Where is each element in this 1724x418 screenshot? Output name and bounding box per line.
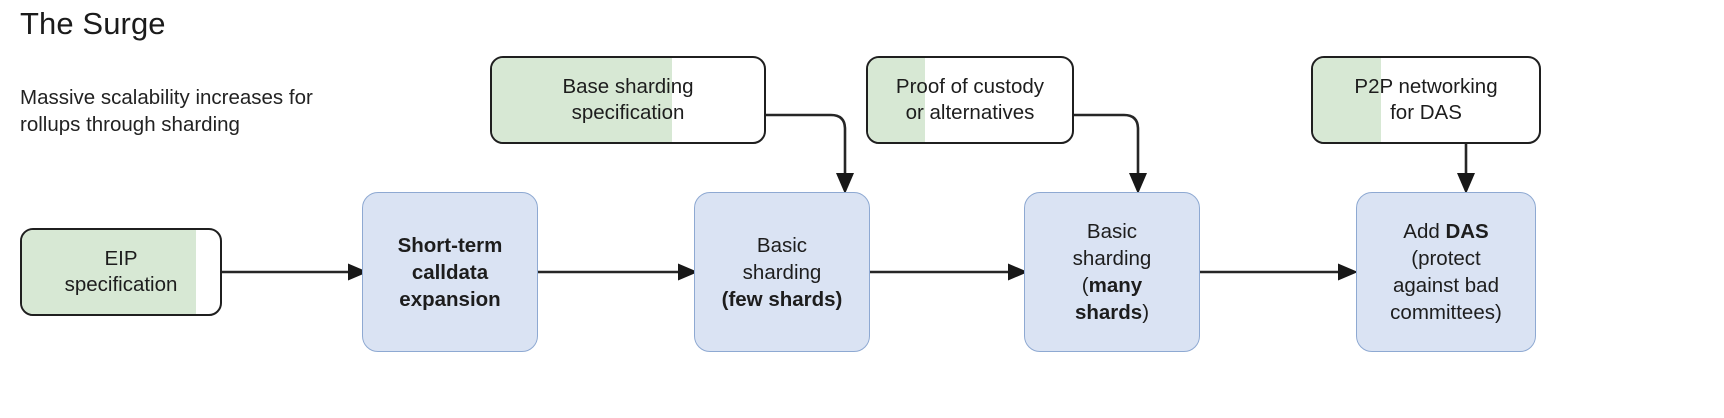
arrow-few-shards-to-many-shards bbox=[868, 263, 1028, 281]
progress-fill-proof-of-custody bbox=[868, 58, 926, 142]
node-line: expansion bbox=[399, 287, 501, 311]
node-proof-of-custody-or-alternatives[interactable]: Proof of custody or alternatives bbox=[866, 56, 1074, 144]
node-p2p-networking-for-das[interactable]: P2P networking for DAS bbox=[1311, 56, 1541, 144]
page-title: The Surge bbox=[20, 6, 166, 41]
progress-fill-p2p-networking bbox=[1313, 58, 1381, 142]
node-line: specification bbox=[64, 273, 178, 296]
node-line: committees) bbox=[1390, 301, 1502, 324]
arrow-base-sharding-spec-to-few-shards bbox=[766, 113, 854, 194]
node-line: for DAS bbox=[1390, 101, 1462, 124]
node-short-term-calldata-expansion[interactable]: Short-term calldata expansion bbox=[362, 192, 538, 352]
node-line: Short-term bbox=[397, 233, 503, 257]
arrow-eip-to-calldata bbox=[222, 263, 368, 281]
node-line: specification bbox=[571, 101, 685, 124]
node-line: Base sharding bbox=[562, 75, 694, 98]
node-basic-sharding-many-shards[interactable]: Basic sharding (many shards) bbox=[1024, 192, 1200, 352]
node-line: against bad bbox=[1392, 274, 1499, 297]
node-base-sharding-specification[interactable]: Base sharding specification bbox=[490, 56, 766, 144]
node-line: EIP bbox=[104, 247, 138, 270]
progress-fill-base-sharding-specification bbox=[492, 58, 672, 142]
node-line: Proof of custody bbox=[895, 75, 1045, 98]
node-line: sharding bbox=[742, 260, 822, 284]
node-line: Basic bbox=[756, 233, 808, 257]
node-line: (few shards) bbox=[721, 287, 843, 311]
arrow-many-shards-to-add-das bbox=[1198, 263, 1358, 281]
node-line: shards) bbox=[1074, 301, 1150, 324]
node-line: calldata bbox=[411, 260, 489, 284]
node-eip-specification[interactable]: EIP specification bbox=[20, 228, 222, 316]
node-line: sharding bbox=[1072, 247, 1152, 270]
node-line: Basic bbox=[1086, 220, 1138, 243]
node-basic-sharding-few-shards[interactable]: Basic sharding (few shards) bbox=[694, 192, 870, 352]
node-line: Add DAS bbox=[1403, 220, 1489, 243]
node-line: (protect bbox=[1411, 247, 1481, 270]
arrow-calldata-to-few-shards bbox=[538, 263, 698, 281]
node-line: P2P networking bbox=[1354, 75, 1498, 98]
page-subtitle: Massive scalability increases for rollup… bbox=[20, 86, 313, 136]
node-line: (many bbox=[1081, 274, 1143, 297]
node-line: or alternatives bbox=[905, 101, 1035, 124]
arrow-proof-of-custody-to-many-shards bbox=[1074, 113, 1147, 194]
node-add-das-protect-against-bad-committees[interactable]: Add DAS (protect against bad committees) bbox=[1356, 192, 1536, 352]
progress-fill-eip-specification bbox=[22, 230, 197, 314]
